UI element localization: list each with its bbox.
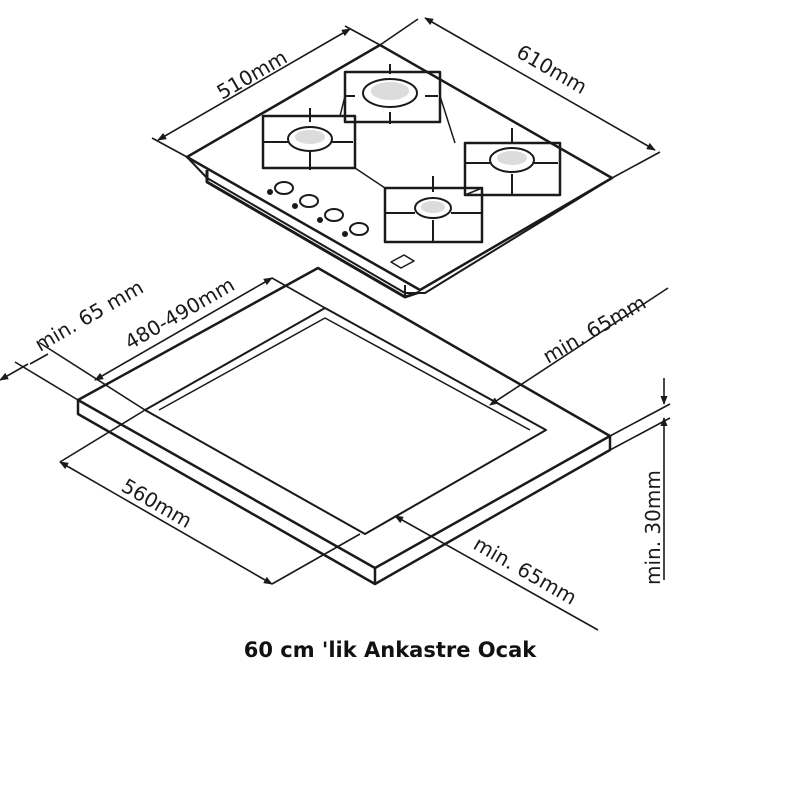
- control-knobs: [267, 181, 369, 237]
- label-min-65mm-back: min. 65mm: [539, 290, 650, 368]
- label-min-30mm: min. 30mm: [641, 470, 665, 585]
- label-510mm: 510mm: [213, 45, 292, 104]
- diagram-caption: 60 cm 'lik Ankastre Ocak: [243, 638, 537, 662]
- dim-min65-front: [394, 515, 599, 631]
- label-min-65mm-front: min. 65mm: [470, 532, 581, 610]
- dim-min30: [609, 378, 671, 580]
- dim-480-490: [94, 277, 326, 381]
- dim-min65-left: [0, 342, 146, 411]
- dim-min65-back: [489, 287, 669, 406]
- label-560mm: 560mm: [118, 474, 197, 533]
- dim-510: [151, 25, 381, 158]
- dim-560: [59, 409, 361, 585]
- hob-badge: [390, 254, 415, 269]
- dim-610: [379, 17, 661, 179]
- burner-front: [383, 176, 484, 244]
